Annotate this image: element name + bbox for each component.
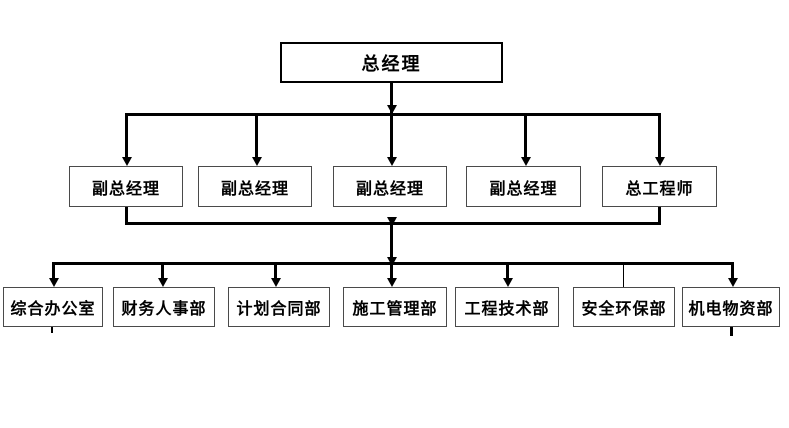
connector-root-drop: [390, 83, 393, 113]
connector-drop-l2-4: [524, 113, 527, 159]
org-node-construction-mgmt: 施工管理部: [343, 287, 447, 327]
connector-drop-l3-2: [161, 262, 164, 280]
connector-feed-right: [658, 207, 661, 225]
connector-drop-l3-3: [274, 262, 277, 280]
connector-bus1: [125, 113, 661, 116]
connector-drop-l2-2: [255, 113, 258, 159]
arrowhead-root-junction: [387, 105, 397, 114]
org-node-deputy-gm-1: 副总经理: [69, 166, 183, 207]
arrowhead-l2-3: [387, 157, 397, 166]
arrowhead-bus3-junction: [387, 257, 397, 266]
connector-center-spine: [390, 222, 393, 280]
org-node-deputy-gm-3: 副总经理: [333, 166, 447, 207]
arrowhead-l3-4: [387, 278, 397, 287]
arrowhead-l2-1: [122, 157, 132, 166]
org-node-safety-env: 安全环保部: [573, 287, 675, 327]
connector-drop-l3-7: [731, 262, 734, 280]
connector-drop-l3-5: [506, 262, 509, 280]
org-node-deputy-gm-2: 副总经理: [198, 166, 312, 207]
org-node-chief-engineer: 总工程师: [602, 166, 717, 207]
arrowhead-l3-1: [49, 278, 59, 287]
connector-stub-left: [51, 327, 53, 333]
arrowhead-bus2-junction: [387, 217, 397, 226]
connector-drop-l3-6-thin: [623, 262, 624, 288]
connector-drop-l2-3: [390, 113, 393, 159]
arrowhead-l2-2: [252, 157, 262, 166]
org-node-general-office: 综合办公室: [3, 287, 103, 327]
org-node-finance-hr: 财务人事部: [113, 287, 215, 327]
arrowhead-l3-3: [271, 278, 281, 287]
arrowhead-l3-2: [158, 278, 168, 287]
connector-drop-l3-1: [52, 262, 55, 280]
arrowhead-l2-4: [521, 157, 531, 166]
connector-feed-left: [125, 207, 128, 225]
org-node-general-manager: 总经理: [280, 42, 503, 83]
arrowhead-l2-5: [655, 157, 665, 166]
arrowhead-l3-5: [503, 278, 513, 287]
connector-stub-right: [730, 327, 733, 336]
org-node-mech-material: 机电物资部: [682, 287, 780, 327]
arrowhead-l3-7: [728, 278, 738, 287]
org-node-deputy-gm-4: 副总经理: [466, 166, 581, 207]
connector-drop-l2-1: [125, 113, 128, 159]
connector-drop-l2-5: [658, 113, 661, 159]
org-node-plan-contract: 计划合同部: [228, 287, 330, 327]
org-node-engineering-tech: 工程技术部: [455, 287, 559, 327]
